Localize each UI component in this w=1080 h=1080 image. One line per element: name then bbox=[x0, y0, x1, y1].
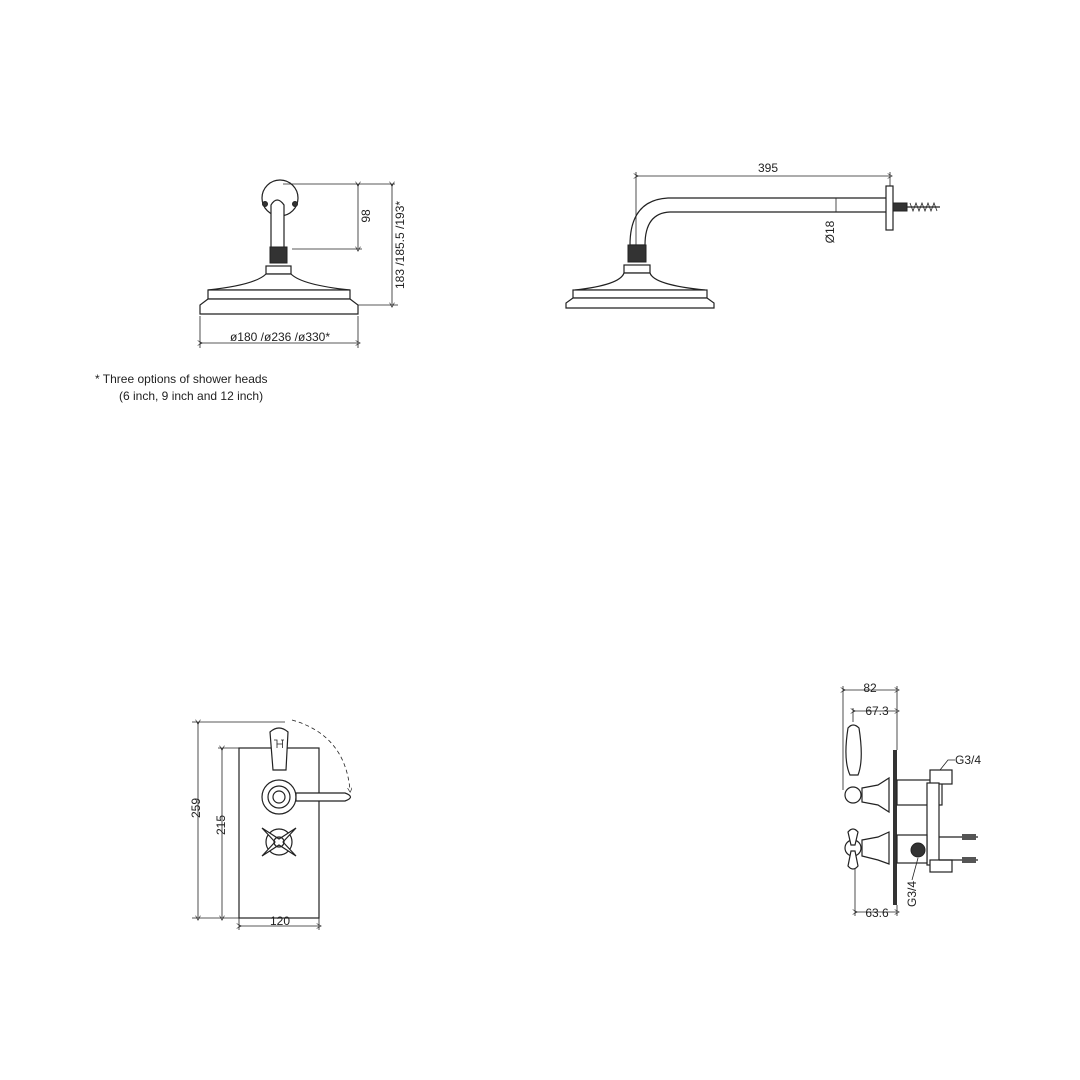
dim-outer-height-label: 259 bbox=[189, 798, 203, 818]
shower-head-note: * Three options of shower heads (6 inch,… bbox=[95, 372, 268, 403]
dim-depth-total-label: 82 bbox=[863, 681, 877, 695]
dim-total-height-label: 183 /185.5 /193* bbox=[393, 201, 407, 289]
dim-diameter-label: ø180 /ø236 /ø330* bbox=[230, 330, 330, 344]
dim-plate-width-label: 120 bbox=[270, 914, 290, 928]
note-line-1: * Three options of shower heads bbox=[95, 372, 268, 386]
shower-head-side-view: 395 Ø18 bbox=[565, 161, 940, 309]
note-line-2: (6 inch, 9 inch and 12 inch) bbox=[119, 389, 264, 403]
shower-head-front-view: ø180 /ø236 /ø330* 98 183 /185.5 /193* bbox=[200, 179, 407, 348]
dim-depth-lever-label: 67.3 bbox=[865, 704, 889, 718]
dim-arm-diameter-label: Ø18 bbox=[823, 220, 837, 243]
dim-depth-cross-label: 63.6 bbox=[865, 906, 889, 920]
valve-front-view: 259 215 120 bbox=[189, 720, 351, 930]
outlet-top-label: G3/4 bbox=[955, 753, 981, 767]
dim-arm-height-label: 98 bbox=[359, 209, 373, 223]
valve-side-view: 82 67.3 63.6 G3/4 G3/4 bbox=[843, 681, 981, 920]
outlet-bottom-label: G3/4 bbox=[905, 881, 919, 907]
dim-plate-height-label: 215 bbox=[214, 815, 228, 835]
dim-arm-length-label: 395 bbox=[758, 161, 778, 175]
